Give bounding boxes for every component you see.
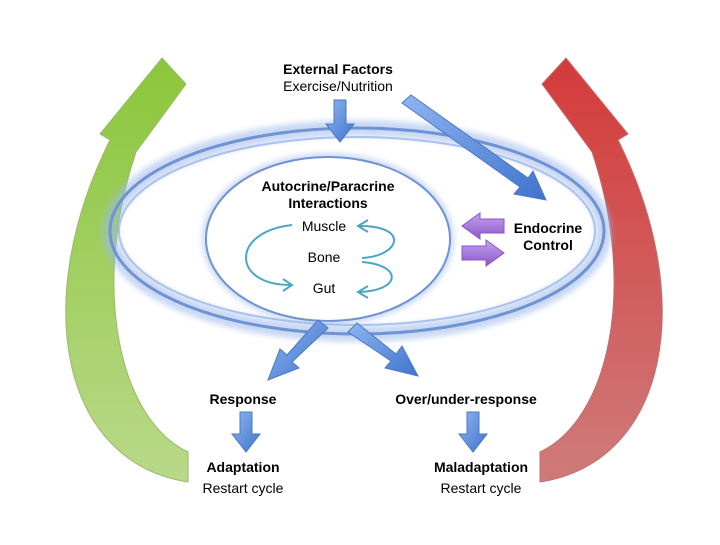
gut-label: Gut	[312, 280, 336, 296]
purple-arrow-left	[461, 212, 505, 240]
adaptation-label: Adaptation Restart cycle	[183, 459, 303, 497]
endocrine-line2: Control	[523, 237, 573, 253]
autocrine-paracrine-label: Autocrine/Paracrine Interactions	[238, 178, 418, 212]
arrow-ring-to-response	[267, 319, 329, 381]
external-factors-subtitle: Exercise/Nutrition	[283, 78, 393, 94]
arrow-ring-to-over-response	[347, 322, 419, 377]
teal-arrow-muscle-to-bone	[359, 225, 395, 259]
red-cycle-arrow	[539, 57, 663, 483]
arrow-external-to-center	[324, 99, 356, 143]
response-label: Response	[190, 391, 296, 408]
over-response-label: Over/under-response	[374, 391, 558, 408]
maladaptation-title: Maladaptation	[433, 459, 529, 475]
autocrine-title-line1: Autocrine/Paracrine	[261, 178, 395, 194]
autocrine-title-line2: Interactions	[288, 195, 368, 211]
arrow-external-to-endocrine	[401, 94, 547, 201]
arrow-response-to-adaptation	[230, 411, 262, 453]
teal-arrowhead-2	[356, 219, 369, 233]
endocrine-control-label: Endocrine Control	[498, 220, 598, 254]
teal-arrowhead-1	[282, 278, 294, 292]
muscle-label: Muscle	[301, 218, 347, 234]
green-cycle-arrow	[65, 57, 189, 483]
teal-arrow-bone-to-gut	[359, 261, 393, 293]
bone-label: Bone	[307, 249, 341, 265]
maladaptation-label: Maladaptation Restart cycle	[420, 459, 542, 497]
teal-arrowhead-3	[356, 285, 369, 299]
over-response-text: Over/under-response	[395, 391, 537, 407]
endocrine-line1: Endocrine	[513, 220, 583, 236]
adaptation-subtitle: Restart cycle	[202, 480, 284, 496]
purple-arrow-right	[461, 239, 505, 267]
external-factors-label: External Factors Exercise/Nutrition	[258, 61, 418, 95]
maladaptation-subtitle: Restart cycle	[440, 480, 522, 496]
external-factors-title: External Factors	[283, 61, 393, 77]
response-text: Response	[209, 391, 277, 407]
arrow-over-response-to-maladaptation	[457, 411, 489, 453]
adaptation-title: Adaptation	[206, 459, 280, 475]
teal-arrow-muscle-to-gut	[245, 224, 293, 286]
inner-ring	[205, 156, 451, 322]
